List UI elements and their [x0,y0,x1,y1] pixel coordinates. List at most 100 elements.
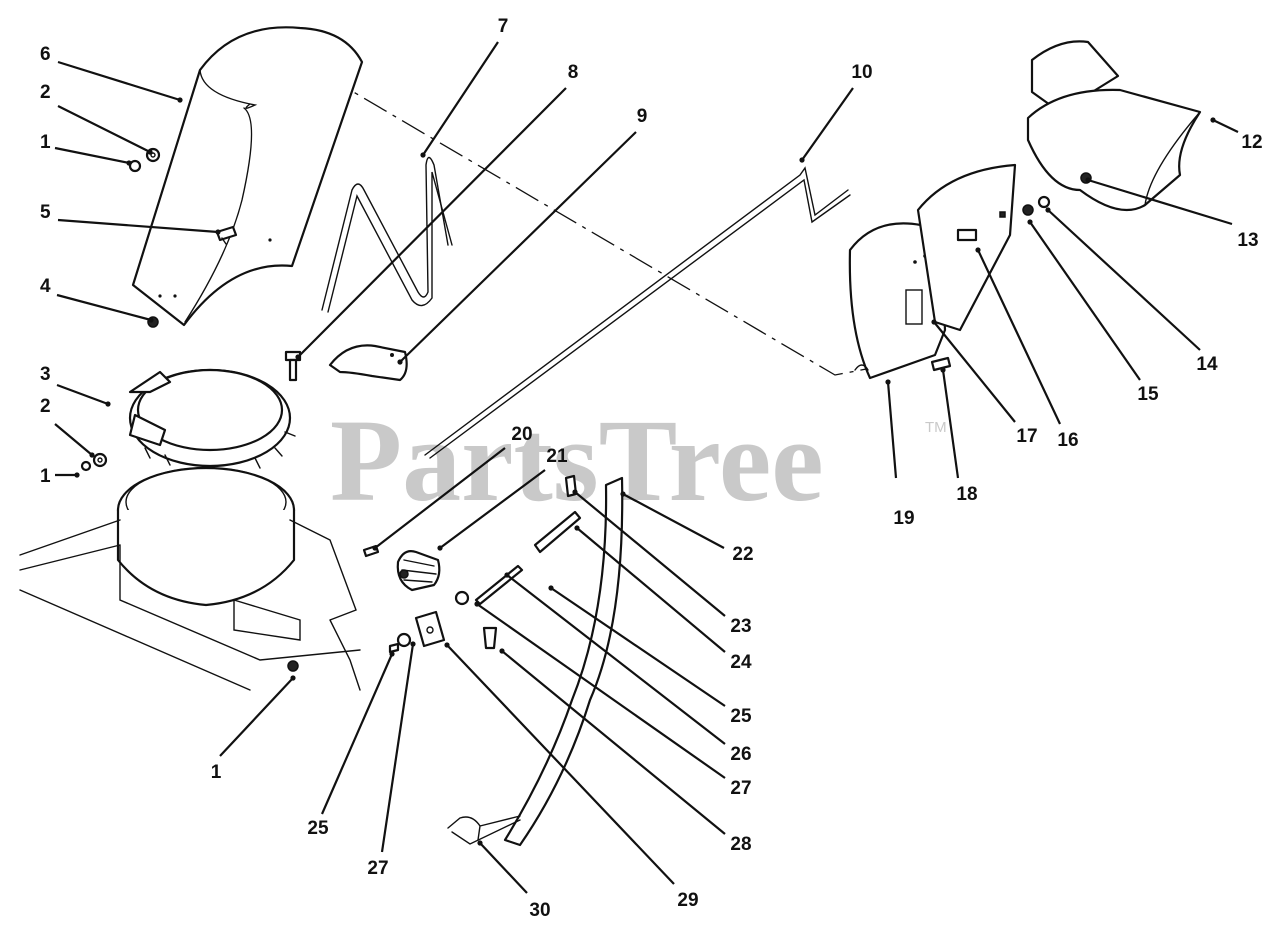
callout-leader-dot [105,401,111,407]
callout-leader-line [622,493,725,549]
callout-leader-line [54,146,130,165]
watermark-brand: PartsTree [330,395,824,526]
callout-leader-dot [89,452,95,458]
chute-base-housing [19,466,361,691]
callout-number: 23 [730,616,751,637]
hardware-shaft-24 [533,510,582,554]
part-callouts: 1265432178910121314151617181920212223242… [40,16,1263,921]
callout-leader-line [506,574,726,745]
callout-number: 13 [1237,230,1258,251]
callout-4-4: 4 [40,276,154,323]
chute-rotation-ring [128,368,296,469]
callout-25-32: 25 [307,651,395,839]
callout-leader-dot [295,354,301,360]
hardware-pin-25-lower [388,642,400,654]
hardware-pin-26 [474,564,524,606]
callout-number: 14 [1196,354,1218,375]
callout-leader-line [801,87,854,161]
spring-wire [321,156,449,311]
callout-leader-line [1047,209,1201,351]
callout-5-3: 5 [40,202,221,235]
callout-13-13: 13 [1085,177,1259,251]
callout-number: 30 [529,900,550,921]
callout-leader-dot [1085,177,1091,183]
callout-leader-dot [1210,117,1216,123]
callout-leader-line [56,293,152,322]
callout-leader-line [374,447,506,549]
callout-20-20: 20 [372,424,533,551]
callout-leader-line [550,587,726,707]
callout-leader-line [57,218,219,234]
callout-leader-dot [620,491,626,497]
callout-19-19: 19 [885,379,915,529]
callout-leader-line [57,105,151,153]
callout-6-2: 6 [40,44,183,103]
callout-2-1: 2 [40,82,153,155]
callout-12-12: 12 [1210,117,1263,153]
callout-leader-dot [215,229,221,235]
callout-28-28: 28 [499,648,752,855]
callout-26-26: 26 [504,572,752,765]
callout-leader-line [1212,119,1239,133]
callout-number: 29 [677,890,698,911]
callout-number: 26 [730,744,751,765]
callout-number: 27 [367,858,388,879]
hardware-washer-14 [1037,195,1051,209]
callout-number: 17 [1016,426,1037,447]
callout-24-24: 24 [574,525,752,673]
watermark: PartsTree TM [330,395,947,526]
callout-number: 1 [40,132,51,153]
callout-27-33: 27 [367,641,416,879]
callout-leader-dot [147,149,153,155]
hardware-bolt-5 [215,225,238,245]
callout-leader-dot [126,160,132,166]
callout-leader-line [320,653,394,815]
crank-handle-rod [503,476,624,847]
crank-rod [424,166,851,459]
callout-number: 18 [956,484,977,505]
callout-number: 12 [1241,132,1262,153]
hardware-washer-27 [454,590,470,606]
hardware-washer-2-lower [92,452,108,468]
callout-leader-dot [504,572,510,578]
callout-leader-dot [477,840,483,846]
callout-18-18: 18 [940,367,978,505]
callout-leader-dot [572,489,578,495]
hardware-washer-27-lower [396,632,412,648]
hardware-nut-1-upper [128,159,142,173]
callout-number: 2 [40,396,51,417]
callout-number: 25 [307,818,329,839]
callout-leader-line [1029,221,1141,381]
crank-gearbox-assembly [396,550,446,648]
callout-number: 25 [730,706,752,727]
callout-leader-dot [290,675,296,681]
callout-number: 6 [40,44,51,65]
callout-leader-line [886,381,898,479]
callout-leader-line [977,249,1061,425]
discharge-chute-body [916,163,1017,332]
callout-leader-dot [975,247,981,253]
callout-16-16: 16 [975,247,1079,451]
callout-number: 8 [568,62,579,83]
callout-number: 20 [511,424,532,445]
callout-leader-line [399,131,637,363]
upper-chute-deflector [131,26,364,327]
callout-number: 9 [637,106,648,127]
callout-23-23: 23 [572,489,752,637]
callout-8-9: 8 [295,62,578,360]
callout-leader-line [1087,178,1233,226]
callout-leader-dot [885,379,891,385]
callout-22-22: 22 [620,491,754,565]
callout-1-0: 1 [40,132,132,166]
callout-2-6: 2 [40,396,95,458]
callout-leader-line [380,643,415,853]
callout-leader-dot [1045,207,1051,213]
callout-leader-line [501,650,726,835]
chute-bracket [328,344,408,382]
callout-number: 24 [730,652,752,673]
callout-number: 15 [1137,384,1159,405]
watermark-trademark: TM [925,419,947,436]
callout-number: 2 [40,82,51,103]
callout-25-25: 25 [548,585,752,727]
